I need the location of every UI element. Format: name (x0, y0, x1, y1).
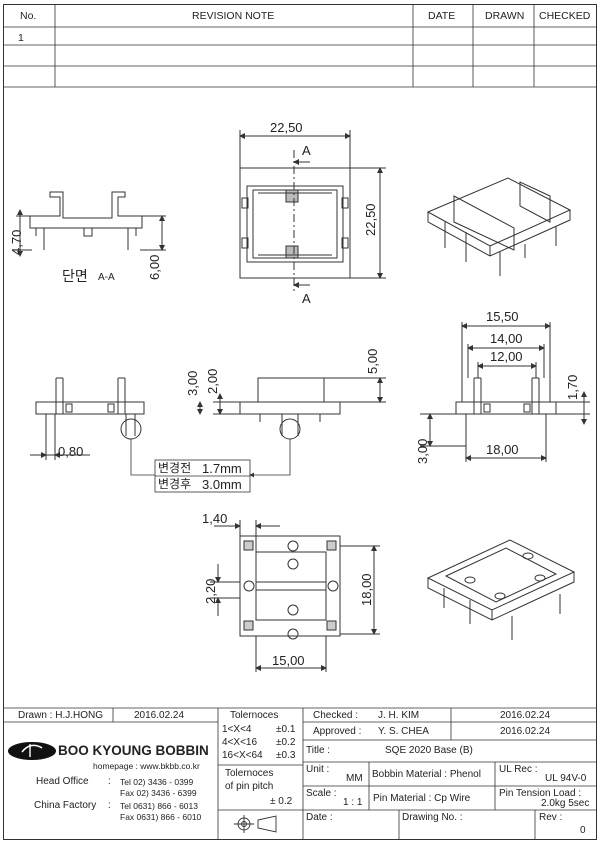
rev-note-header: REVISION NOTE (192, 10, 275, 22)
rev-checked-header: CHECKED (539, 10, 591, 22)
dim-bot-1500: 15,00 (272, 653, 305, 668)
dim-side-300: 3,00 (415, 438, 430, 464)
revision-table (4, 4, 596, 88)
dim-side-1400: 14,00 (490, 331, 523, 346)
rev-row-no: 1 (18, 32, 24, 44)
change-before-value: 1.7mm (202, 461, 242, 476)
dim-sec-470: 4,70 (9, 229, 24, 255)
tol2-range: 4<X<16 (222, 737, 258, 748)
tol3-value: ±0.3 (276, 750, 296, 761)
company-name: BOO KYOUNG BOBBIN (58, 743, 209, 758)
dim-front-080: 0,80 (58, 444, 84, 459)
dim-side-170: 1,70 (565, 374, 580, 400)
factory-fax: Fax 0631) 866 - 6010 (120, 812, 202, 822)
dim-side-1800: 18,00 (486, 442, 519, 457)
rev-value: 0 (580, 825, 586, 836)
tol3-range: 16<X<64 (222, 750, 263, 761)
checked-date: 2016.02.24 (500, 710, 551, 721)
tol1-value: ±0.1 (276, 724, 296, 735)
pitch-value: ± 0.2 (270, 796, 293, 807)
side-view (420, 322, 590, 462)
head-office-colon: : (108, 776, 111, 787)
head-office-label: Head Office (36, 776, 89, 787)
dim-bot-1800: 18,00 (359, 573, 374, 606)
projection-symbol-icon (234, 815, 277, 833)
bottom-view (210, 520, 380, 672)
tol1-range: 1<X<4 (222, 724, 252, 735)
dim-top-width: 22,50 (270, 120, 303, 135)
bobbin-material: Bobbin Material : Phenol (372, 769, 481, 780)
title-block (4, 707, 596, 839)
dim-front-500: 5,00 (365, 348, 380, 374)
head-office-tel: Tel 02) 3436 - 0399 (120, 777, 194, 787)
checked-label: Checked : (313, 710, 359, 721)
rev-drawn-header: DRAWN (485, 10, 525, 22)
approved-name: Y. S. CHEA (378, 726, 429, 737)
dim-side-1200: 12,00 (490, 349, 523, 364)
rev-date-header: DATE (428, 10, 456, 22)
factory-colon: : (108, 800, 111, 811)
dim-front-300: 3,00 (185, 370, 200, 396)
front-view-left (30, 377, 145, 460)
head-office-fax: Fax 02) 3436 - 6399 (120, 788, 197, 798)
ul-label: UL Rec : (499, 764, 538, 775)
scale-value: 1 : 1 (343, 797, 363, 808)
rev-label: Rev : (539, 812, 563, 823)
unit-label: Unit : (306, 764, 330, 775)
pin-tension-label: Pin Tension Load : (499, 788, 582, 799)
section-title: A-A (98, 272, 115, 283)
dim-bot-220: 2,20 (203, 578, 218, 604)
unit-value: MM (346, 773, 363, 784)
pitch-label-1: Tolernoces (225, 768, 274, 779)
drawing-no-label: Drawing No. : (402, 812, 463, 823)
title-label: Title : (306, 745, 331, 756)
drawn-date: 2016.02.24 (134, 710, 185, 721)
top-view (239, 130, 386, 292)
section-mark-top: A (302, 143, 311, 158)
isometric-view-bottom (426, 539, 576, 640)
pin-tension-value: 2.0kg 5sec (541, 798, 590, 809)
section-mark-bottom: A (302, 291, 311, 306)
section-title-kor: 단면 (62, 268, 88, 284)
change-callout (130, 439, 291, 493)
tol2-value: ±0.2 (276, 737, 296, 748)
change-after-value: 3.0mm (202, 477, 242, 492)
front-view-center (197, 377, 386, 440)
tolerance-title: Tolernoces (230, 710, 279, 721)
company-logo-icon (8, 742, 56, 760)
dim-top-height: 22,50 (363, 203, 378, 236)
factory-tel: Tel 0631) 866 - 6013 (120, 801, 198, 811)
section-view (16, 191, 166, 257)
dim-bot-140: 1,40 (202, 511, 228, 526)
change-before-label: 변경전 (158, 461, 192, 475)
checked-name: J. H. KIM (378, 710, 420, 721)
isometric-view-top (426, 177, 572, 276)
ul-value: UL 94V-0 (545, 773, 587, 784)
dim-sec-600: 6,00 (147, 254, 162, 280)
approved-date: 2016.02.24 (500, 726, 551, 737)
factory-label: China Factory (34, 800, 97, 811)
change-after-label: 변경후 (158, 477, 192, 491)
dim-side-1550: 15,50 (486, 309, 519, 324)
title-value: SQE 2020 Base (B) (385, 745, 473, 756)
date-label: Date : (306, 812, 333, 823)
dim-front-200: 2,00 (205, 368, 220, 394)
pitch-label-2: of pin pitch (225, 781, 274, 792)
approved-label: Approved : (313, 726, 362, 737)
pin-material: Pin Material : Cp Wire (373, 793, 471, 804)
rev-no-header: No. (20, 10, 37, 22)
drawn-by: Drawn : H.J.HONG (18, 710, 104, 721)
company-homepage: homepage : www.bkbb.co.kr (93, 761, 200, 771)
scale-label: Scale : (306, 788, 337, 799)
